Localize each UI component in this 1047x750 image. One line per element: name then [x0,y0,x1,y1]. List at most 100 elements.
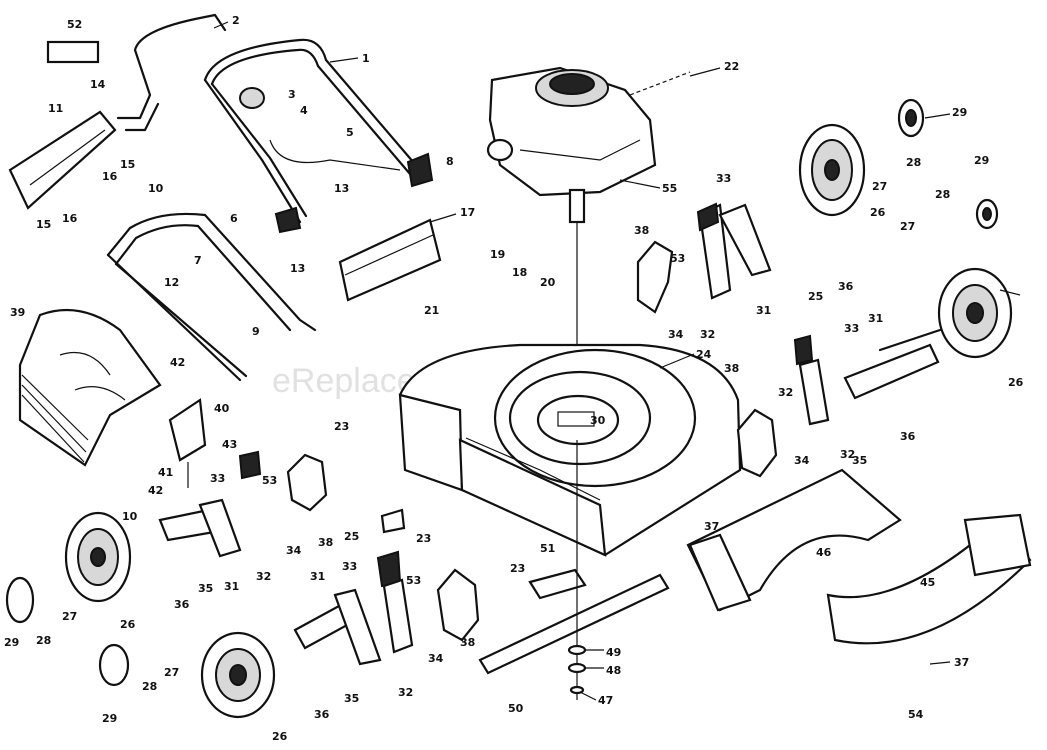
callout-4: 4 [300,104,308,117]
handle-knob-left [274,206,302,234]
callout-46: 46 [816,546,832,559]
callout-13b: 13 [290,262,305,275]
blade [478,573,670,675]
callout-29d: 29 [102,712,117,725]
callout-1: 1 [362,52,370,65]
hubcap-rear-right [897,98,925,138]
callout-36a: 36 [838,280,854,293]
callout-25a: 25 [808,290,823,303]
deflector-shield [338,218,442,302]
callout-32a: 32 [700,328,715,341]
callout-2: 2 [232,14,240,27]
lower-handle [106,212,317,382]
bracket-37 [688,533,752,612]
callout-5: 5 [346,126,354,139]
callout-25b: 25 [344,530,359,543]
callout-28d: 28 [142,680,157,693]
callout-28a: 28 [906,156,921,169]
callout-3: 3 [288,88,296,101]
hubcap-left-2 [98,643,130,687]
callout-34c: 34 [794,454,810,467]
baffle-46 [686,468,902,612]
gear-plate-right [736,408,778,478]
callout-35b: 35 [198,582,213,595]
baffle-45 [826,513,1032,645]
callout-16a: 16 [102,170,118,183]
callout-22: 22 [724,60,739,73]
callout-26a: 26 [870,206,886,219]
callout-38d: 38 [460,636,475,649]
callout-36d: 36 [314,708,330,721]
throttle-control [239,87,401,171]
callout-19a: 19 [490,248,505,261]
mower-deck [398,343,742,557]
height-adjuster-right [793,334,830,426]
callout-35c: 35 [344,692,359,705]
callout-31b: 31 [868,312,883,325]
engine [486,66,657,430]
height-adjuster-left-2 [376,550,414,654]
callout-48: 48 [606,664,621,677]
callout-52: 52 [67,18,82,31]
callout-32b: 32 [778,386,793,399]
callout-53c: 53 [406,574,421,587]
axle-left-1 [158,498,242,558]
callout-33c: 33 [844,322,859,335]
callout-34b: 34 [668,328,684,341]
spring-clip-25 [380,508,406,534]
callout-42b: 42 [148,484,163,497]
decal-plate [46,40,100,64]
callout-26b: 26 [1008,376,1024,389]
grass-bag-frame [8,110,117,210]
callout-27a: 27 [872,180,887,193]
callout-10: 10 [148,182,164,195]
height-adjuster-top [696,202,772,300]
callout-51: 51 [540,542,555,555]
callout-17: 17 [460,206,475,219]
callout-40: 40 [214,402,230,415]
callout-53b: 53 [670,252,685,265]
callout-15a: 15 [120,158,135,171]
grass-bag [18,308,162,467]
callout-8: 8 [446,155,454,168]
handle-knob-right [406,152,434,188]
callout-30: 30 [590,414,606,427]
callout-20: 20 [540,276,556,289]
callout-33a: 33 [210,472,225,485]
callout-26d: 26 [272,730,288,743]
callout-23c: 23 [510,562,525,575]
callout-27c: 27 [62,610,77,623]
callout-15b: 15 [36,218,51,231]
hubcap-left-1 [5,576,35,624]
callout-11: 11 [48,102,63,115]
gear-plate-left-2 [436,568,480,642]
callout-26c: 26 [120,618,136,631]
callout-24: 24 [696,348,712,361]
blade-bolt-stack [567,440,587,700]
callout-23b: 23 [416,532,431,545]
callout-13: 13 [334,182,349,195]
callout-49: 49 [606,646,621,659]
callout-33b: 33 [716,172,731,185]
callout-43: 43 [222,438,237,451]
callout-27b: 27 [900,220,915,233]
callout-10b: 10 [122,510,138,523]
dashed-guide [629,71,691,96]
callout-55: 55 [662,182,677,195]
callout-39a: 39 [10,306,25,319]
blade-adapter [528,568,587,600]
callout-23a: 23 [334,420,349,433]
callout-34a: 34 [286,544,302,557]
callout-18: 18 [512,266,527,279]
leader-lines [213,21,1021,701]
callout-27d: 27 [164,666,179,679]
callout-32e: 32 [398,686,413,699]
callout-16b: 16 [62,212,78,225]
callout-12: 12 [164,276,179,289]
gear-plate-top [636,240,674,314]
callout-14: 14 [90,78,106,91]
callout-6: 6 [230,212,238,225]
axle-front-right [843,328,942,400]
callout-36b: 36 [900,430,916,443]
callout-29b: 29 [974,154,989,167]
